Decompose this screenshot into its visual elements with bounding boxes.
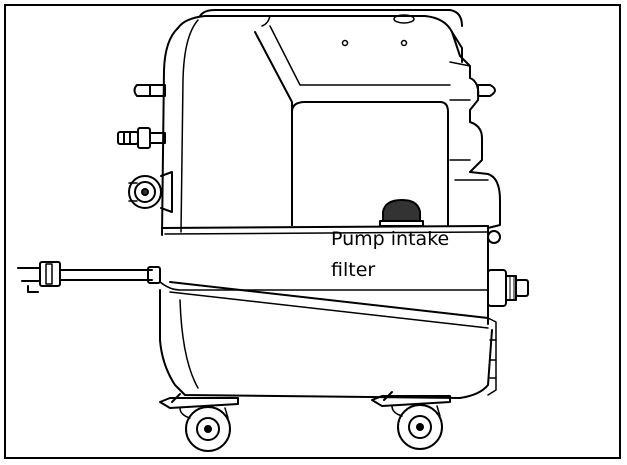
cord-strain-relief [147, 266, 161, 284]
control-dial [128, 171, 173, 213]
lower-base [159, 281, 497, 399]
pump-intake-filter-label: Pump intake filter [331, 228, 450, 281]
quick-connect-fitting [117, 127, 166, 149]
pump-intake-filter [379, 199, 424, 227]
machine-body [161, 9, 501, 236]
left-handle-knob [133, 84, 166, 97]
right-caster [371, 391, 451, 450]
power-cord [17, 261, 153, 293]
diagram-frame [4, 4, 621, 459]
recovery-tank [291, 101, 449, 226]
garden-hose-fitting [487, 269, 529, 307]
left-caster [159, 393, 239, 452]
